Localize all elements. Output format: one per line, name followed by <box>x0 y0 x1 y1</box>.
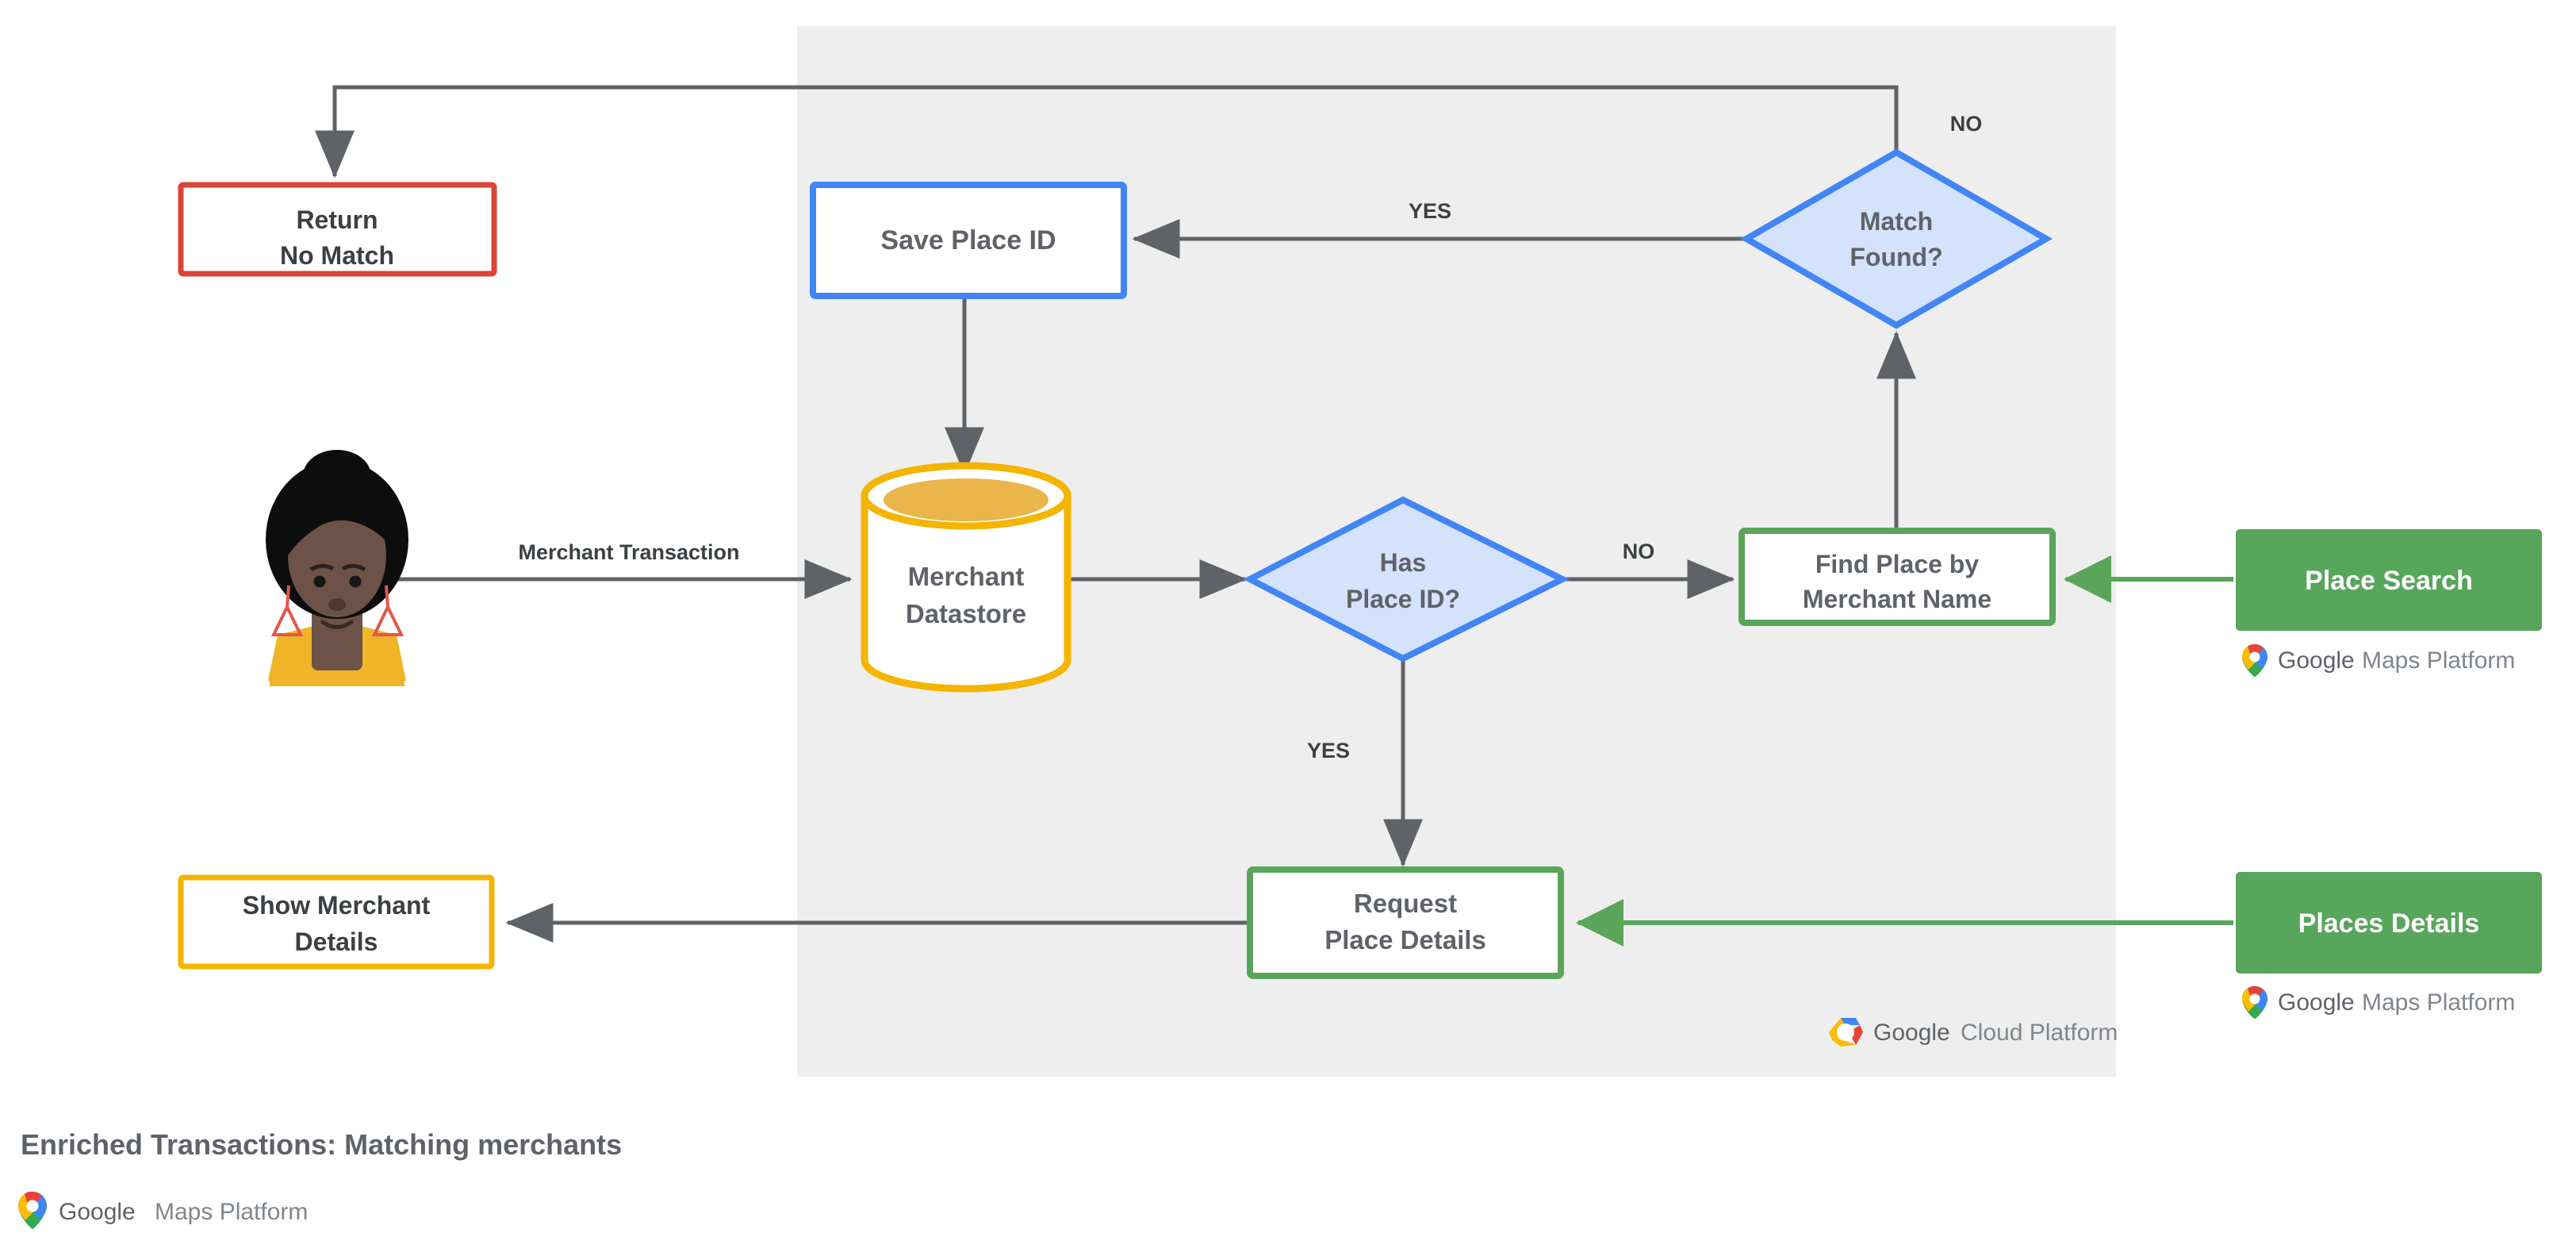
diagram-caption: Enriched Transactions: Matching merchant… <box>21 1128 622 1161</box>
request-place-details-box[interactable] <box>1247 866 1564 979</box>
avatar-eyebrow-right <box>341 563 366 572</box>
edge-label-has-place-id-yes: YES <box>1307 739 1350 762</box>
request-place-details-line1: Request <box>1354 889 1457 918</box>
edge-label-match-found-yes: YES <box>1409 199 1451 223</box>
gmp-logo-rest-word: Maps Platform <box>2362 647 2515 674</box>
find-place-line1: Find Place by <box>1815 550 1979 578</box>
node-save-place-id[interactable]: Save Place ID <box>810 182 1127 299</box>
find-place-line2: Merchant Name <box>1803 585 1991 613</box>
merchant-datastore-line1: Merchant <box>908 562 1025 591</box>
save-place-id-box[interactable] <box>810 182 1127 299</box>
show-merchant-details-box[interactable] <box>178 874 495 970</box>
return-no-match-line1: Return <box>296 205 378 234</box>
avatar-eye-right <box>349 575 362 588</box>
return-no-match-line2: No Match <box>280 241 394 270</box>
gmp-logo-google-word: Google <box>2278 989 2355 1016</box>
gmp-footer-google-word: Google <box>59 1199 136 1225</box>
has-place-id-diamond[interactable] <box>1243 496 1570 662</box>
gmp-logo-place-search: Google Maps Platform <box>2242 644 2515 677</box>
avatar-earring-left <box>270 603 304 636</box>
avatar-earring-right <box>371 603 404 636</box>
return-no-match-box[interactable] <box>178 182 497 277</box>
node-has-place-id[interactable]: Has Place ID? <box>1243 496 1570 662</box>
edge-match-found-no <box>315 85 1899 179</box>
show-merchant-details-line2: Details <box>295 927 378 956</box>
avatar-eyebrow-left <box>309 563 335 572</box>
match-found-diamond[interactable] <box>1739 148 2053 329</box>
gmp-footer-rest-word: Maps Platform <box>155 1199 308 1225</box>
node-places-details[interactable]: Places Details <box>2236 872 2542 974</box>
gcp-logo: Google Cloud Platform <box>1829 1018 2118 1047</box>
node-place-search[interactable]: Place Search <box>2236 529 2542 631</box>
place-search-label: Place Search <box>2305 566 2473 596</box>
gmp-logo-places-details: Google Maps Platform <box>2242 986 2515 1019</box>
node-match-found[interactable]: Match Found? <box>1739 148 2053 329</box>
datastore-body[interactable] <box>861 492 1071 693</box>
gcp-logo-google-word: Google <box>1873 1020 1950 1046</box>
match-found-line2: Found? <box>1850 243 1942 271</box>
find-place-box[interactable] <box>1738 528 2056 626</box>
gmp-logo-footer: Google Maps Platform <box>18 1192 308 1229</box>
gmp-logo-rest-word: Maps Platform <box>2362 989 2515 1016</box>
edge-label-match-found-no: NO <box>1950 112 1983 136</box>
node-merchant-datastore[interactable]: Merchant Datastore <box>861 462 1071 693</box>
gcp-logo-rest-word: Cloud Platform <box>1961 1020 2118 1046</box>
edge-label-merchant-transaction: Merchant Transaction <box>518 540 739 564</box>
gmp-logo-google-word: Google <box>2278 647 2355 674</box>
maps-pin-icon <box>2242 986 2267 1019</box>
edge-label-has-place-id-no: NO <box>1623 540 1655 563</box>
merchant-datastore-line2: Datastore <box>906 599 1026 628</box>
request-place-details-line2: Place Details <box>1324 925 1486 954</box>
cloud-hexagon-icon <box>1829 1018 1863 1047</box>
avatar-mouth <box>320 620 354 629</box>
datastore-top-fill <box>884 478 1048 521</box>
places-details-box[interactable] <box>2236 872 2542 974</box>
show-merchant-details-line1: Show Merchant <box>243 891 431 920</box>
match-found-line1: Match <box>1860 207 1933 236</box>
places-details-label: Places Details <box>2298 908 2480 939</box>
node-show-merchant-details[interactable]: Show Merchant Details <box>178 874 495 970</box>
save-place-id-label: Save Place ID <box>880 225 1056 255</box>
node-find-place-by-merchant-name[interactable]: Find Place by Merchant Name <box>1738 528 2056 626</box>
node-return-no-match[interactable]: Return No Match <box>178 182 497 277</box>
place-search-box[interactable] <box>2236 529 2542 631</box>
has-place-id-line1: Has <box>1380 548 1427 577</box>
has-place-id-line2: Place ID? <box>1346 585 1460 613</box>
maps-pin-icon <box>2242 644 2267 677</box>
avatar-hair-fringe <box>287 486 393 555</box>
merchant-avatar <box>266 450 408 686</box>
avatar-eye-left <box>313 575 326 588</box>
maps-pin-icon <box>18 1192 47 1229</box>
node-request-place-details[interactable]: Request Place Details <box>1247 866 1564 979</box>
avatar-nose <box>328 598 346 611</box>
